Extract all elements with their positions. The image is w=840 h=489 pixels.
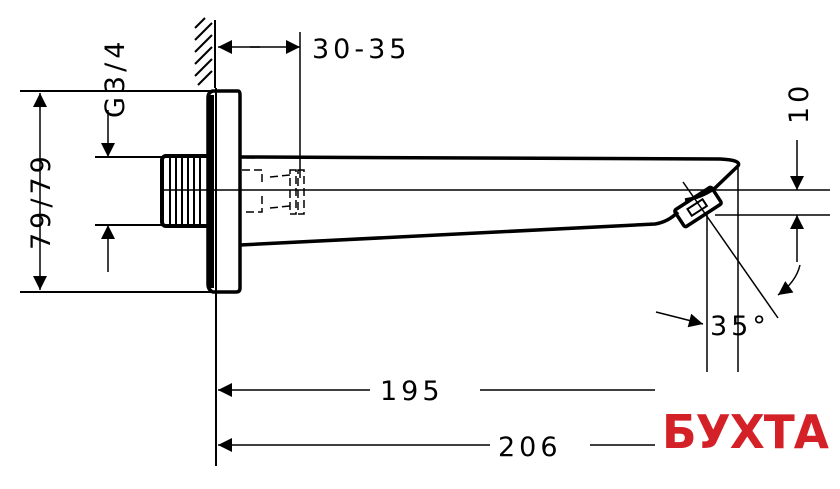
buxta-logo: БУХТА <box>662 405 829 459</box>
dim-thread-label: G3/4 <box>100 38 131 118</box>
flange <box>206 89 242 294</box>
dim-195-label: 195 <box>380 376 444 407</box>
dim-angle-label: 35° <box>710 311 770 342</box>
dim-206-label: 206 <box>498 432 562 463</box>
hidden-lines <box>242 169 305 215</box>
dim-79-label: 79/79 <box>26 152 57 250</box>
spout-body <box>239 155 741 247</box>
dim-outlet-offset-label: 10 <box>784 82 815 124</box>
wall-hatch <box>194 17 216 88</box>
aerator-nozzle <box>673 185 723 229</box>
thread-nut <box>160 154 212 228</box>
dim-wall-distance-label: 30-35 <box>312 34 410 65</box>
